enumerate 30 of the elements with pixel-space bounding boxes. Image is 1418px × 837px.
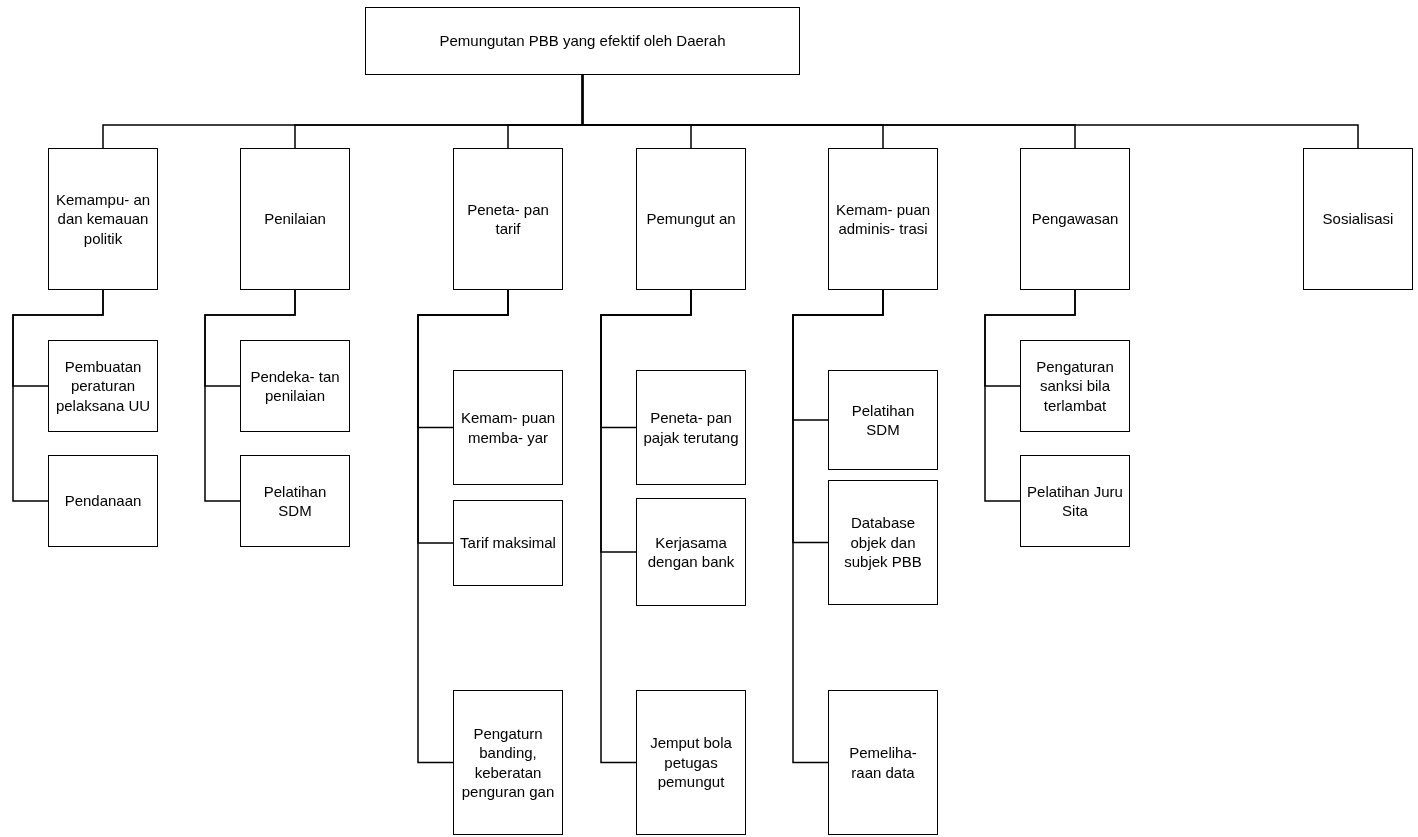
text-box: Pelatihan Juru Sita [1020, 455, 1130, 547]
text-box: Penilaian [240, 148, 350, 290]
text-box: Kemam- puan adminis- trasi [828, 148, 938, 290]
text-box: Kerjasama dengan bank [636, 498, 746, 606]
text-box: Pelatihan SDM [828, 370, 938, 470]
text-box: Pemungut an [636, 148, 746, 290]
text-box: Pendeka- tan penilaian [240, 340, 350, 432]
connector-line [581, 74, 1359, 149]
connector-line [204, 289, 296, 502]
text-box: Pemeliha- raan data [828, 690, 938, 835]
text-box: Pendanaan [48, 455, 158, 547]
connector-line [984, 289, 1076, 502]
text-box: Sosialisasi [1303, 148, 1413, 290]
text-box: Kemampu- an dan kemauan politik [48, 148, 158, 290]
connector-line [417, 289, 509, 764]
text-box: Pengaturn banding, keberatan penguran gan [453, 690, 563, 835]
text-box: Pengawasan [1020, 148, 1130, 290]
text-box: Pelatihan SDM [240, 455, 350, 547]
text-box: Pemungutan PBB yang efektif oleh Daerah [365, 7, 800, 75]
connector-line [792, 289, 884, 764]
text-box: Pengaturan sanksi bila terlambat [1020, 340, 1130, 432]
connector-line [600, 289, 692, 764]
text-box: Pembuatan peraturan pelaksana UU [48, 340, 158, 432]
text-box: Kemam- puan memba- yar [453, 370, 563, 485]
text-box: Jemput bola petugas pemungut [636, 690, 746, 835]
text-box: Tarif maksimal [453, 500, 563, 586]
text-box: Peneta- pan tarif [453, 148, 563, 290]
text-box: Peneta- pan pajak terutang [636, 370, 746, 485]
connector-line [12, 289, 104, 502]
text-box: Database objek dan subjek PBB [828, 480, 938, 605]
